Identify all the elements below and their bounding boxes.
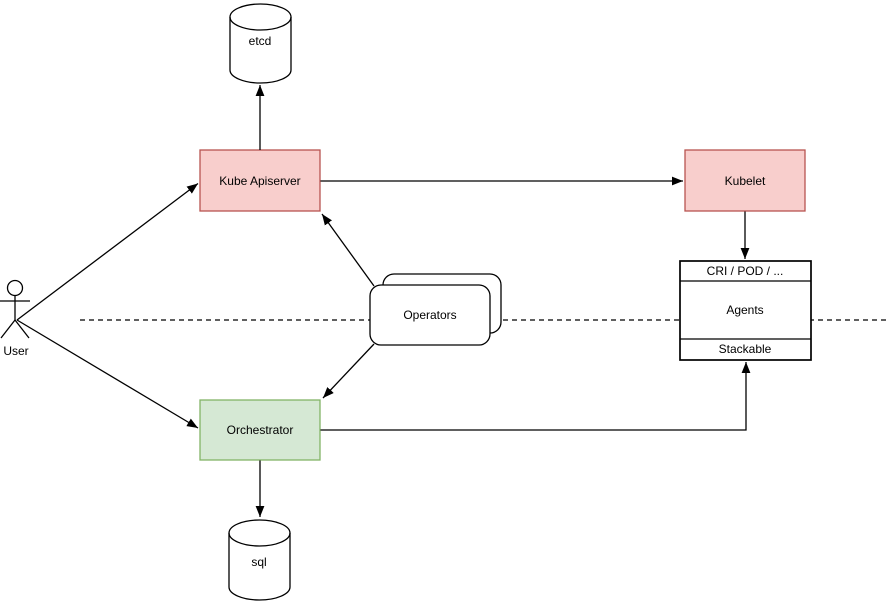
etcd-cylinder xyxy=(229,3,292,84)
operators-label: Operators xyxy=(403,308,456,322)
kubelet-label: Kubelet xyxy=(725,174,766,188)
node-orchestrator: Orchestrator xyxy=(199,399,321,461)
user-actor-leg-right xyxy=(14,319,30,339)
edge-operators-to-orchestrator xyxy=(322,343,375,399)
sql-label: sql xyxy=(251,555,266,569)
node-kube-apiserver: Kube Apiserver xyxy=(199,149,321,212)
orchestrator-label: Orchestrator xyxy=(227,423,294,437)
sql-cylinder xyxy=(228,519,291,601)
node-operators: Operators xyxy=(369,273,502,346)
user-label: User xyxy=(3,344,28,358)
actor-user: User xyxy=(0,279,30,358)
edge-orchestrator-to-agents xyxy=(320,362,751,431)
user-actor-head xyxy=(6,279,24,297)
node-agents-stack: CRI / POD / ... Agents Stackable xyxy=(679,260,812,361)
agents-outer-box xyxy=(679,260,812,361)
kube-apiserver-label: Kube Apiserver xyxy=(219,174,300,188)
node-sql: sql xyxy=(228,519,291,601)
edge-user-to-kube-apiserver xyxy=(16,182,199,321)
operators-front-box xyxy=(369,284,491,346)
etcd-cylinder-rim xyxy=(229,16,292,31)
agents-footer-label: Stackable xyxy=(719,342,772,356)
sql-cylinder-rim xyxy=(228,532,291,547)
edge-user-to-orchestrator xyxy=(16,319,199,429)
kubelet-box xyxy=(684,149,806,212)
node-etcd: etcd xyxy=(229,3,292,84)
agents-body-label: Agents xyxy=(726,303,763,317)
orchestrator-box xyxy=(199,399,321,461)
node-kubelet: Kubelet xyxy=(684,149,806,212)
edges xyxy=(16,85,751,517)
user-actor-leg-left xyxy=(0,319,16,339)
agents-header-label: CRI / POD / ... xyxy=(707,264,784,278)
kube-apiserver-box xyxy=(199,149,321,212)
etcd-label: etcd xyxy=(249,34,272,48)
edge-operators-to-kube-apiserver xyxy=(321,213,375,287)
